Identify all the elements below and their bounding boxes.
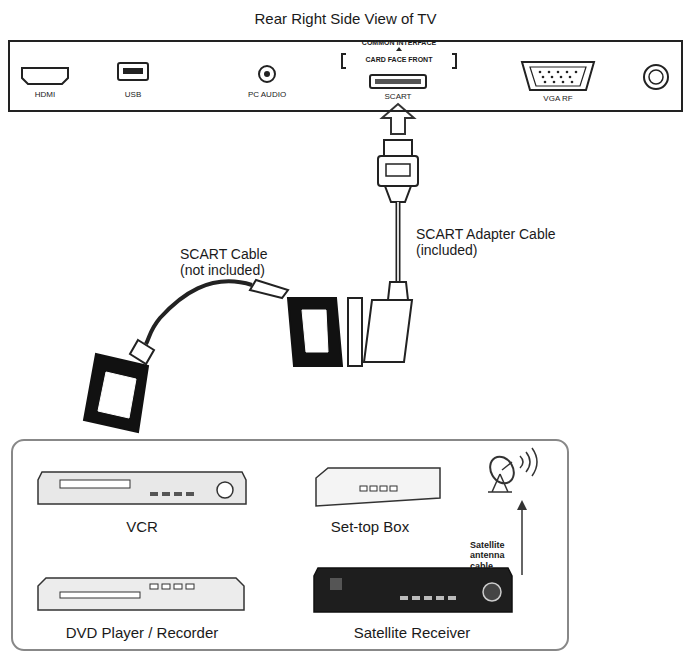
far-scart-plug [84,354,148,432]
small-triangle [396,47,402,51]
satellite-receiver [314,568,512,612]
scart-slot-inner [375,79,421,84]
panel-title: Rear Right Side View of TV [10,10,681,27]
slot-label: COMMON INTERFACE [362,39,436,47]
audio-jack-hole [264,71,270,77]
port-label: HDMI [35,90,55,99]
cable-label: SCART Adapter Cable (included) [416,226,566,258]
signal-waves [520,448,537,476]
adapter-plug-grip [386,164,410,176]
vcr-knob [217,482,233,498]
rf-jack [644,65,668,89]
vga-pins [539,71,578,84]
device-label: Satellite Receiver [354,624,471,641]
stb-buttons [360,486,397,491]
port-label: SCART [385,92,412,101]
cable-scart-plug-face [302,310,328,352]
dvd-player [38,578,244,610]
device-label: DVD Player / Recorder [66,624,219,641]
dvd-buttons [150,584,194,589]
scart-cable [146,281,252,344]
port-label: VGA RF [543,94,572,103]
hdmi-port [22,68,68,84]
set-top-box [316,468,440,506]
port-label: PC AUDIO [248,90,286,99]
rf-jack-inner [649,70,663,84]
receiver-buttons [400,596,456,600]
device-group-outline [12,440,568,650]
adapter-head-neck [388,282,408,300]
receiver-knob [483,583,501,601]
usb-tongue [123,68,143,74]
vga-inner [530,67,586,86]
bracket [342,54,456,68]
adapter-scart-head [364,300,412,362]
cable-label: SCART Cable (not included) [180,246,288,278]
adapter-strain [385,186,411,202]
scart-slot [370,75,426,88]
device-label: Set-top Box [331,518,409,535]
device-label: VCR [126,518,158,535]
antenna-cable-head [517,500,527,510]
usb-port [118,63,148,80]
slot-label: CARD FACE FRONT [366,56,433,64]
far-scart-face [98,372,136,418]
cable-note: Satellite antenna cable [470,540,516,571]
dvd-tray [60,592,140,598]
tv-rear-panel: Rear Right Side View of TV [8,40,683,112]
cable-scart-plug [288,298,342,366]
insert-arrow [382,104,414,134]
port-label: USB [125,90,141,99]
adapter-plug-tip [384,140,412,156]
adapter-cable [396,202,401,282]
far-plug-neck [130,340,154,364]
vcr-buttons [150,492,194,496]
cable-strain [250,280,288,298]
adapter-scart-socket [348,298,362,366]
receiver-display [330,578,342,590]
vcr [38,472,246,504]
adapter-plug-body [378,156,418,186]
dish-stand [488,462,512,492]
adapter-cable-core [397,202,399,282]
audio-jack [259,66,275,82]
vga-port [522,62,594,90]
antenna-cable [521,505,523,575]
vcr-slot [60,480,130,488]
